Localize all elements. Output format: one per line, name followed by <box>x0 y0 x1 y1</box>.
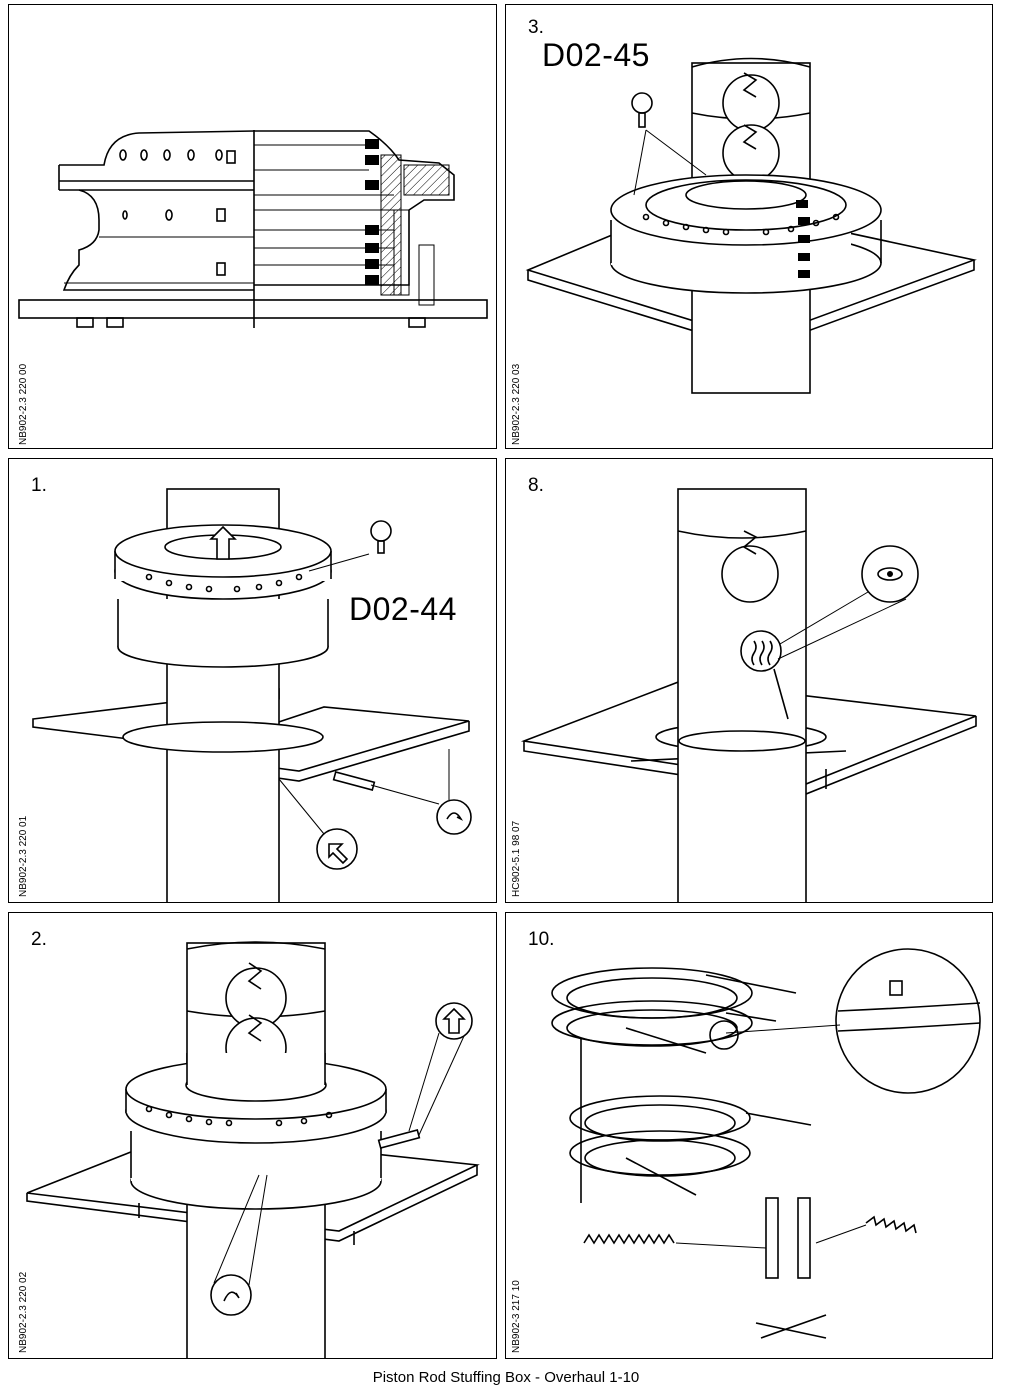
flange-holes <box>145 1105 333 1127</box>
step-10-drawing <box>551 948 981 1339</box>
step-number: 2. <box>31 929 47 950</box>
panel-step-10: 10. NB902-3 217 1 <box>505 912 993 1359</box>
panel-step-8: 8. HC902-5.1 98 07 <box>505 458 993 903</box>
panel-step-2: 2. <box>8 912 497 1359</box>
panel-step-3: 3. D02-45 <box>505 4 993 449</box>
figure-caption: Piston Rod Stuffing Box - Overhaul 1-10 <box>372 1369 640 1386</box>
step-number: 3. <box>528 17 544 38</box>
section-drawing <box>18 130 488 328</box>
drawing-reference: NB902-2.3 220 03 <box>511 363 522 445</box>
drawing-reference: NB902-2.3 220 01 <box>18 815 29 897</box>
step-1-drawing <box>32 488 472 902</box>
step-2-drawing <box>26 941 480 1358</box>
panel-section-view: NB902-2.3 220 00 <box>8 4 497 449</box>
step-number: 10. <box>528 929 555 950</box>
drawing-reference: HC902-5.1 98 07 <box>511 820 522 897</box>
step-3-drawing <box>525 57 977 394</box>
step-number: 8. <box>528 475 544 496</box>
panel-step-1: 1. D02-44 <box>8 458 497 903</box>
step-8-drawing <box>520 488 977 902</box>
drawing-reference: NB902-3 217 10 <box>511 1280 522 1353</box>
flange-holes <box>642 213 840 236</box>
step-number: 1. <box>31 475 47 496</box>
tool-code: D02-44 <box>349 591 457 627</box>
flange-holes <box>145 573 303 593</box>
tool-code: D02-45 <box>542 37 650 73</box>
drawing-reference: NB902-2.3 220 00 <box>18 363 29 445</box>
drawing-reference: NB902-2.3 220 02 <box>18 1271 29 1353</box>
